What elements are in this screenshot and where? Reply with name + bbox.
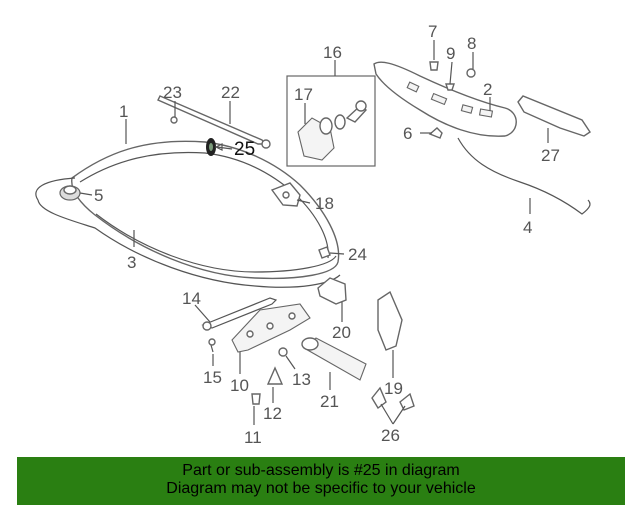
bracket-26b (399, 392, 415, 411)
callout-12: 12 (263, 404, 282, 423)
callout-2: 2 (483, 80, 492, 99)
callout-7: 7 (428, 22, 437, 41)
nut-24 (318, 246, 331, 259)
callout-labels: 1 2 3 4 5 6 7 8 9 10 11 12 13 14 15 16 1… (94, 22, 560, 447)
bracket-20 (317, 277, 347, 305)
callout-20: 20 (332, 323, 351, 342)
leader-lines (79, 40, 549, 425)
callout-13: 13 (292, 370, 311, 389)
callout-10: 10 (230, 376, 249, 395)
callout-4: 4 (523, 218, 532, 237)
callout-15: 15 (203, 368, 222, 387)
bracket-26a (371, 386, 387, 410)
garnish-bracket (517, 95, 591, 137)
callout-9: 9 (446, 44, 455, 63)
callout-24: 24 (348, 245, 367, 264)
callout-27: 27 (541, 146, 560, 165)
callout-26: 26 (381, 426, 400, 445)
part-25-grommet (206, 138, 216, 156)
callout-3: 3 (127, 253, 136, 272)
callout-1: 1 (119, 102, 128, 121)
callout-11: 11 (244, 428, 262, 447)
clip (170, 116, 178, 124)
nut-13 (278, 347, 288, 357)
callout-25: 25 (234, 139, 255, 160)
callout-16: 16 (323, 43, 342, 62)
callout-21: 21 (320, 392, 339, 411)
latch (231, 303, 311, 353)
hinge (377, 290, 403, 351)
banner-line-1: Part or sub-assembly is #25 in diagram (182, 462, 460, 479)
callout-17: 17 (294, 85, 313, 104)
weatherstrip (35, 177, 341, 288)
callout-23: 23 (163, 83, 182, 102)
clip-6 (428, 127, 443, 139)
callout-19: 19 (384, 379, 403, 398)
actuator (301, 337, 367, 381)
trunk-lid (71, 140, 340, 280)
fasteners-upper (429, 61, 476, 91)
bolt (251, 393, 261, 405)
lock-cylinder-kit (286, 75, 376, 167)
callout-14: 14 (182, 289, 201, 308)
release-cable (457, 137, 591, 215)
callout-5: 5 (94, 186, 103, 205)
callout-8: 8 (467, 34, 476, 53)
callout-22: 22 (221, 83, 240, 102)
callout-6: 6 (403, 124, 412, 143)
banner-line-2: Diagram may not be specific to your vehi… (166, 480, 476, 497)
callout-18: 18 (315, 194, 334, 213)
info-banner: Part or sub-assembly is #25 in diagram D… (17, 457, 625, 505)
bumper-pad (59, 185, 81, 201)
parts-diagram: 1 2 3 4 5 6 7 8 9 10 11 12 13 14 15 16 1… (35, 22, 591, 447)
license-garnish (373, 61, 517, 137)
striker (266, 366, 284, 385)
